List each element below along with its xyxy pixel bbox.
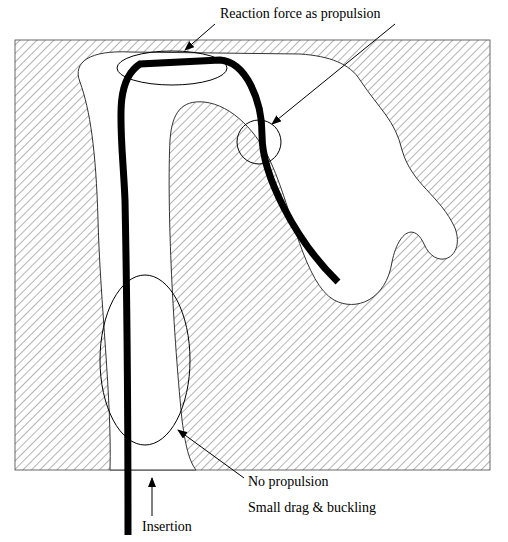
contact-circle [237, 120, 281, 164]
leader-line [178, 430, 244, 478]
callout-label: No propulsion [246, 474, 331, 490]
callout-label: Small drag & buckling [246, 500, 378, 516]
leader-line [272, 24, 395, 124]
tissue-block [15, 40, 490, 470]
cavity [78, 52, 457, 470]
callout-label: Insertion [140, 519, 194, 535]
leader-line [185, 24, 215, 50]
contact-ellipse [117, 51, 227, 85]
catheter [121, 60, 338, 535]
no-propulsion-region [100, 275, 190, 445]
insertion-arrow [152, 478, 153, 516]
callout-label: Reaction force as propulsion [218, 6, 383, 22]
